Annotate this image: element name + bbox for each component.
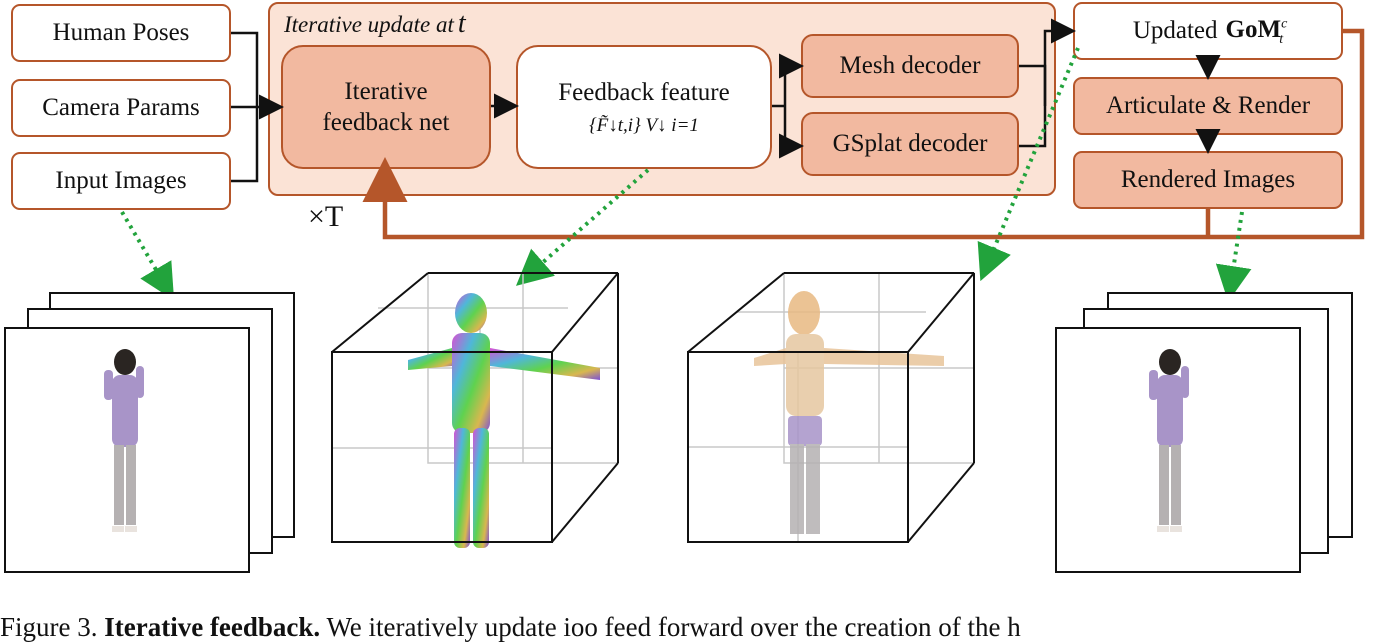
camera-params-label: Camera Params <box>42 94 200 122</box>
feedback-feature-label: Feedback feature <box>558 78 730 106</box>
region-title-var: t <box>457 8 466 39</box>
feature-cube <box>331 272 619 548</box>
camera-params-box: Camera Params <box>11 79 231 137</box>
iterations-label: ×T <box>308 200 343 234</box>
person-figure-rendered <box>1149 349 1189 532</box>
connector-lines <box>120 18 1365 302</box>
mesh-wireframe-figure <box>754 291 944 534</box>
iterative-feedback-net-label: Iterative feedback net <box>322 77 450 136</box>
input-images-label: Input Images <box>55 167 187 195</box>
articulate-render-label: Articulate & Render <box>1105 92 1311 120</box>
input-images-box: Input Images <box>11 152 231 210</box>
feedback-feature-math: {F̃↓t,i} V↓ i=1 <box>589 114 699 136</box>
human-poses-label: Human Poses <box>52 19 190 47</box>
gom-sub: t <box>1279 31 1284 47</box>
decoders-to-updated-lines <box>1019 18 1076 148</box>
input-images-stack <box>4 292 295 573</box>
mesh-decoder-box: Mesh decoder <box>801 34 1019 98</box>
feedback-feature-box: Feedback feature {F̃↓t,i} V↓ i=1 <box>516 45 772 169</box>
gom-text: GoM <box>1225 15 1282 43</box>
caption-bold: Iterative feedback. <box>104 612 321 642</box>
figure-caption: Figure 3. Iterative feedback. We iterati… <box>0 612 1376 643</box>
textured-mesh-figure <box>408 293 600 548</box>
mesh-cube <box>687 272 975 543</box>
person-figure-input <box>104 349 144 532</box>
feedback-loop-line <box>362 28 1365 240</box>
region-title-text: Iterative update at <box>284 12 454 37</box>
rendered-images-label: Rendered Images <box>1120 166 1296 194</box>
gom-sup: c <box>1281 16 1288 32</box>
iterations-text: ×T <box>308 200 344 233</box>
mesh-decoder-label: Mesh decoder <box>839 52 981 80</box>
input-merge-lines <box>231 31 284 183</box>
gsplat-decoder-box: GSplat decoder <box>801 112 1019 176</box>
iterative-feedback-net-box: Iterative feedback net <box>281 45 491 169</box>
updated-label: Updated <box>1132 17 1218 45</box>
rendered-images-stack <box>1055 292 1353 573</box>
updated-gom-box: Updated GoMct <box>1073 2 1343 60</box>
human-poses-box: Human Poses <box>11 4 231 62</box>
green-dotted-arrows <box>120 47 1252 302</box>
gom-symbol: GoMct <box>1225 14 1288 49</box>
articulate-render-box: Articulate & Render <box>1073 77 1343 135</box>
caption-prefix: Figure 3. <box>0 612 98 642</box>
caption-text: We iteratively update ioo feed forward o… <box>326 612 1021 642</box>
feature-to-decoders-lines <box>772 53 804 159</box>
gsplat-decoder-label: GSplat decoder <box>832 130 988 158</box>
